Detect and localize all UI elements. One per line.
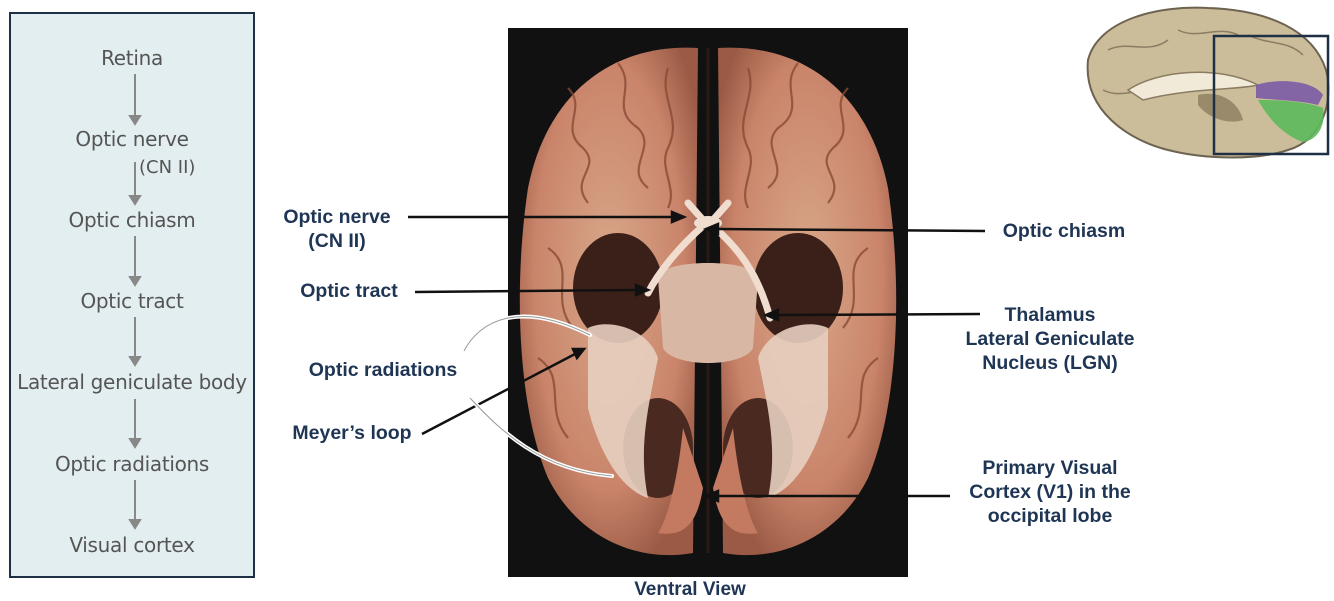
label-optic-tract: Optic tract <box>286 279 412 303</box>
label-optic-chiasm: Optic chiasm <box>988 219 1140 243</box>
label-optic-nerve: Optic nerve (CN II) <box>270 205 404 253</box>
label-lgn-line2: Nucleus (LGN) <box>950 351 1150 375</box>
caption-ventral-view: Ventral View <box>600 579 780 601</box>
radiation-arrow-upper <box>464 317 590 351</box>
label-primary-visual-cortex: Primary Visual Cortex (V1) in the occipi… <box>950 456 1150 528</box>
label-thalamus: Thalamus <box>950 303 1150 327</box>
label-optic-radiations: Optic radiations <box>292 358 474 382</box>
label-optic-nerve-sub: (CN II) <box>270 229 404 253</box>
label-v1-line1: Primary Visual <box>950 456 1150 480</box>
label-thalamus-lgn: Thalamus Lateral Geniculate Nucleus (LGN… <box>950 303 1150 375</box>
leader-optic-tract <box>415 290 636 292</box>
radiation-arrow-lower <box>470 398 612 476</box>
label-meyers-loop: Meyer’s loop <box>280 421 424 445</box>
leader-optic-chiasm <box>718 229 985 231</box>
label-lgn-line1: Lateral Geniculate <box>950 327 1150 351</box>
label-optic-nerve-text: Optic nerve <box>270 205 404 229</box>
label-v1-line3: occipital lobe <box>950 504 1150 528</box>
label-v1-line2: Cortex (V1) in the <box>950 480 1150 504</box>
